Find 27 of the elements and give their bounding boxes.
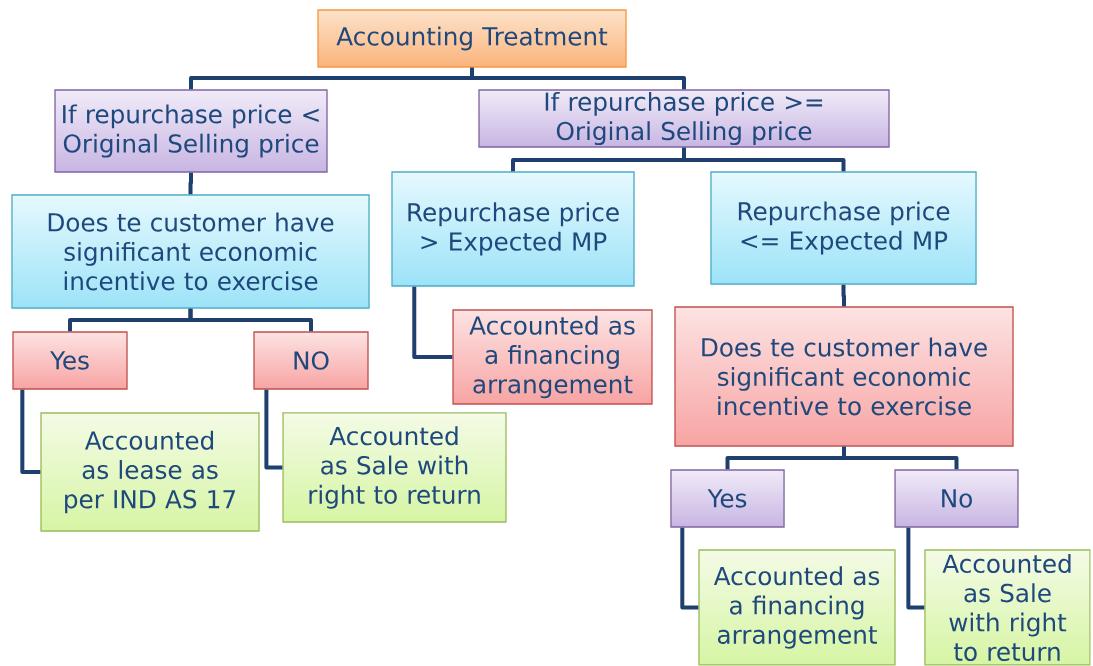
connector-line xyxy=(470,67,686,90)
question-box: Does te customer have significant economic incentive to exercise xyxy=(674,306,1014,447)
connector-line xyxy=(188,172,193,195)
answer-box: Yes xyxy=(670,469,785,528)
outcome-box: Accounted as Sale with right to return xyxy=(924,549,1091,666)
connector-line xyxy=(264,389,283,470)
connector-line xyxy=(188,308,313,332)
connector-line xyxy=(842,446,959,470)
outcome-box: Accounted as a financing arrangement xyxy=(698,549,896,666)
outcome-box: Accounted as lease as per IND AS 17 xyxy=(40,412,260,532)
condition-box: Repurchase price <= Expected MP xyxy=(710,171,977,285)
question-box: Does te customer have significant economic incentive to exercise xyxy=(11,194,370,309)
connector-line xyxy=(841,284,846,307)
connector-line xyxy=(682,147,846,172)
outcome-box: Accounted as Sale with right to return xyxy=(282,412,507,523)
condition-box: If repurchase price < Original Selling price xyxy=(54,89,328,173)
answer-box: No xyxy=(894,469,1019,528)
connector-line xyxy=(20,389,41,474)
condition-box: Repurchase price > Expected MP xyxy=(391,171,635,287)
answer-box: Yes xyxy=(12,331,128,390)
connector-line xyxy=(680,527,699,610)
condition-box: If repurchase price >= Original Selling price xyxy=(478,89,890,148)
root-box: Accounting Treatment xyxy=(317,9,627,68)
connector-line xyxy=(906,527,925,610)
outcome-box: Accounted as a financing arrangement xyxy=(452,309,653,405)
answer-box: NO xyxy=(253,331,369,390)
connector-line xyxy=(412,286,453,359)
